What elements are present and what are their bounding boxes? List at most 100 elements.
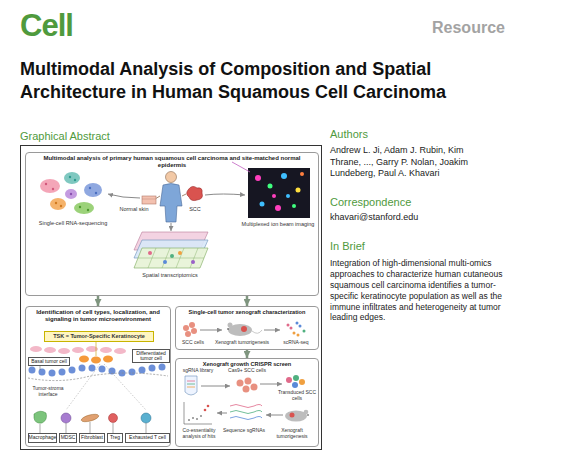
patient-figure-part <box>171 223 172 231</box>
xenograft-flow-part <box>296 322 299 325</box>
mibi-image-part <box>272 194 276 198</box>
crispr-screen-part <box>188 419 190 421</box>
tumor-tissue-part <box>103 356 113 363</box>
abstract-heading: Graphical Abstract <box>20 130 110 142</box>
crispr-screen-part <box>187 384 195 385</box>
tumor-tissue-part <box>91 357 101 364</box>
immune-cells-part <box>113 423 114 433</box>
crispr-screen-part <box>304 410 309 415</box>
xenograft-flow-part <box>297 334 300 337</box>
xenograft-flow-part <box>299 325 302 328</box>
panel-heading: Xenograft growth CRISPR screen <box>176 359 318 368</box>
xenograft-flow-part <box>227 328 229 330</box>
cell-type-tag: Differentiated tumor cell <box>132 349 170 363</box>
tumor-tissue-part <box>40 366 41 370</box>
umap-plot-part <box>74 179 76 181</box>
umap-plot-part <box>70 193 72 195</box>
mibi-image-part <box>255 175 261 181</box>
patient-figure-part <box>187 186 203 200</box>
figure-label: Xenograft tumorigenesis <box>268 428 316 440</box>
crispr-screen-part <box>201 386 230 387</box>
patient-figure-part <box>166 172 177 183</box>
crispr-screen-part <box>243 386 250 393</box>
figure-label: Tumor-stroma interface <box>26 386 70 398</box>
umap-plot-part <box>95 192 97 194</box>
figure-label: Spatial transcriptomics <box>120 272 220 278</box>
tumor-tissue-part <box>129 369 136 376</box>
immune-cells-part <box>34 411 47 423</box>
tumor-tissue-part <box>72 347 84 353</box>
crispr-screen-part <box>299 379 305 385</box>
panel-heading: Identification of cell types, localizati… <box>26 307 170 323</box>
xenograft-flow-part <box>241 326 247 332</box>
immune-cells-part <box>61 413 71 423</box>
tumor-tissue-part <box>114 348 126 354</box>
crispr-screen-part <box>204 409 207 412</box>
umap-plot-part <box>60 205 62 207</box>
tumor-tissue-part <box>149 365 156 372</box>
cell-type-tag: Macrophage <box>28 433 57 443</box>
umap-plot-part <box>87 209 89 211</box>
umap-plot-part <box>45 183 47 185</box>
mibi-image-part <box>268 184 273 189</box>
xenograft-flow-part <box>287 324 290 327</box>
immune-cells-part <box>141 413 151 423</box>
xenograft-flow-part <box>252 330 262 333</box>
figure-label: Co-essentiality analysis of hits <box>176 428 222 440</box>
spatial-array-part <box>170 254 174 258</box>
crispr-screen-part <box>200 415 202 417</box>
immune-cells-part <box>146 423 147 433</box>
immune-cells-part <box>40 424 41 433</box>
mibi-image-part <box>248 168 310 218</box>
umap-plot-part <box>65 189 77 199</box>
xenograft-flow-part <box>290 327 293 330</box>
box-text: MDSC <box>61 435 76 441</box>
umap-plot-part <box>55 202 57 204</box>
umap-plot-part <box>84 183 102 197</box>
umap-plot-part <box>74 202 94 214</box>
abstract-frame: Graphical AbstractMultimodal analysis of… <box>20 145 322 450</box>
patient-figure-part <box>160 184 182 223</box>
crispr-screen-part <box>245 378 252 385</box>
mibi-image-part <box>232 162 250 172</box>
cell-type-tag: MDSC <box>59 433 77 443</box>
xenograft-flow-part <box>191 328 197 334</box>
xenograft-flow-part <box>303 330 306 333</box>
spatial-array-part <box>163 260 167 264</box>
mibi-image-part <box>281 173 287 179</box>
box-text: Fibroblast <box>81 435 103 441</box>
mibi-image-part <box>286 194 290 198</box>
flow-arrow <box>97 296 100 306</box>
article-type: Resource <box>432 20 562 36</box>
umap-plot-part <box>89 187 91 189</box>
umap-plot <box>40 172 102 214</box>
mibi-image-part <box>260 202 265 207</box>
umap-plot-part <box>50 198 66 210</box>
crispr-screen-part <box>196 418 198 420</box>
immune-cells <box>34 364 151 433</box>
tumor-tissue-part <box>99 366 106 373</box>
box-text: Exhausted T cell <box>129 435 166 441</box>
tumor-tissue-part <box>159 364 166 371</box>
figure-label: Transduced SCC cells <box>276 390 318 402</box>
figure-label: sgRNA library <box>176 368 220 374</box>
patient-figure-part <box>108 194 140 198</box>
tumor-tissue-part <box>69 367 76 374</box>
umap-plot-part <box>64 172 80 184</box>
patient-figure-part <box>205 194 245 195</box>
xenograft-flow-part <box>228 323 233 328</box>
figure-label: SCC cells <box>176 340 210 346</box>
box-text: Basal tumor cell <box>31 359 67 365</box>
tumor-tissue-part <box>44 347 56 353</box>
crispr-screen-part <box>286 377 292 383</box>
crispr-screen-part <box>207 405 210 408</box>
crispr-screen-part <box>184 402 185 424</box>
crispr-screen-part <box>230 417 262 420</box>
figure-label: Multiplexed ion beam imaging <box>238 221 318 227</box>
figure-label: Normal skin <box>112 206 156 212</box>
figure-label: Xenograft tumorigenesis <box>212 340 272 346</box>
crispr-screen-part <box>293 375 299 381</box>
spatial-array <box>134 232 208 268</box>
figure-label: Cas9+ SCC cells <box>224 368 270 374</box>
